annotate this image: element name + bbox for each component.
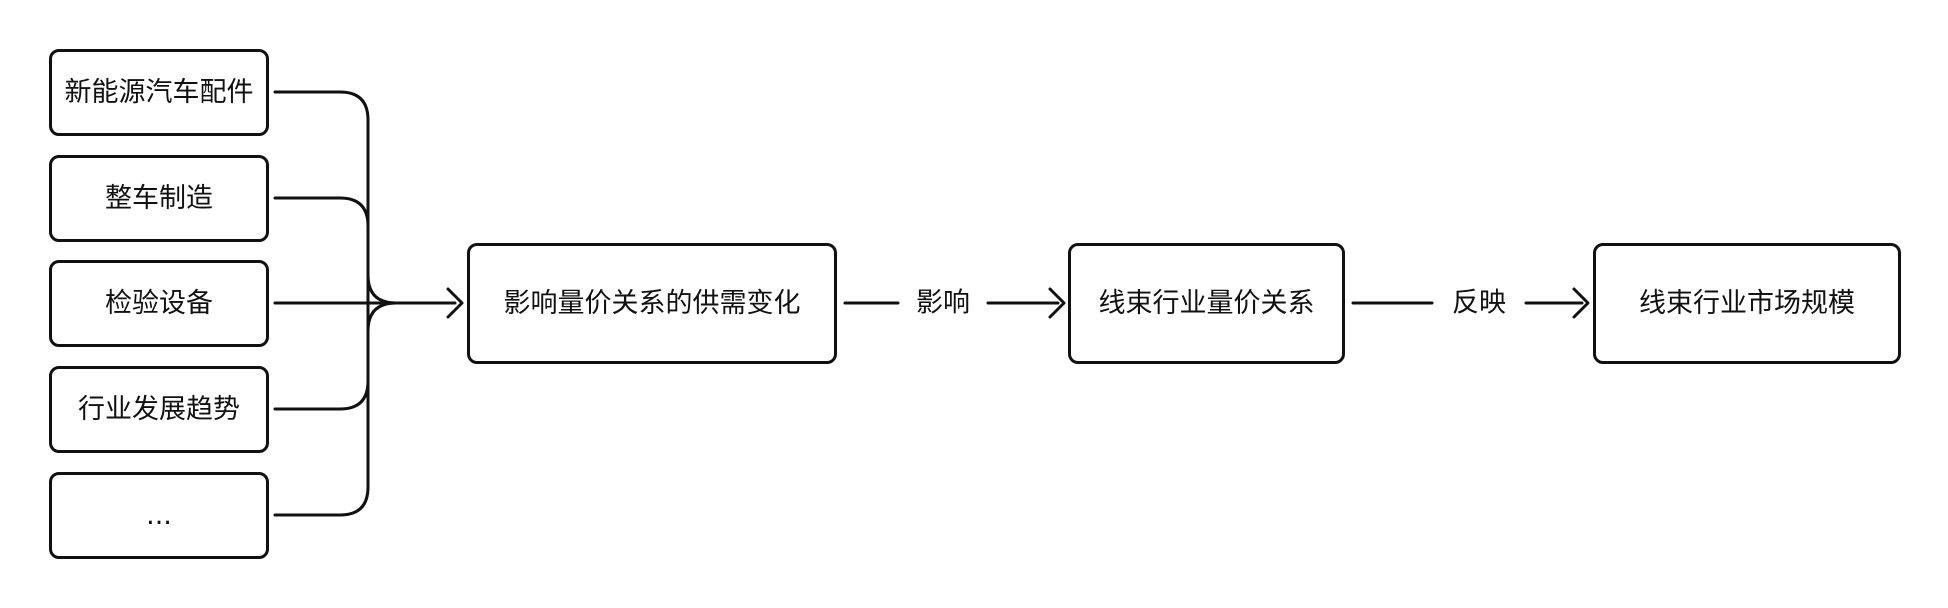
arrowhead-1 [446,287,464,319]
stage-box-harness-price-volume: 线束行业量价关系 [1068,243,1345,364]
input-box-label: 新能源汽车配件 [64,77,254,108]
input-box-new-energy-parts: 新能源汽车配件 [49,49,269,136]
connector-input-2 [273,196,370,305]
input-box-inspection-equipment: 检验设备 [49,260,269,347]
stage-box-label: 线束行业量价关系 [1098,288,1315,319]
input-box-ellipsis: ... [49,472,269,559]
connector-input-1 [273,90,370,305]
stage-box-harness-market-size: 线束行业市场规模 [1593,243,1901,364]
stage-box-supply-demand-change: 影响量价关系的供需变化 [467,243,837,364]
connector-input-5 [273,301,370,517]
input-box-label: 检验设备 [105,288,213,319]
connector-input-4 [273,301,370,411]
input-box-label: 整车制造 [105,183,213,214]
arrowhead-2 [1048,287,1066,319]
arrowhead-3 [1572,287,1590,319]
edge-label-influence: 影响 [912,289,974,317]
input-box-vehicle-manufacturing: 整车制造 [49,155,269,242]
stage-box-label: 线束行业市场规模 [1639,288,1855,319]
connector-merge-curve-bottom [366,301,398,333]
input-box-industry-trend: 行业发展趋势 [49,366,269,453]
input-box-label: 行业发展趋势 [78,394,240,425]
stage-box-label: 影响量价关系的供需变化 [503,288,801,319]
connector-merge-curve-top [366,273,398,305]
input-box-label: ... [146,500,172,531]
edge-label-reflect: 反映 [1448,289,1510,317]
